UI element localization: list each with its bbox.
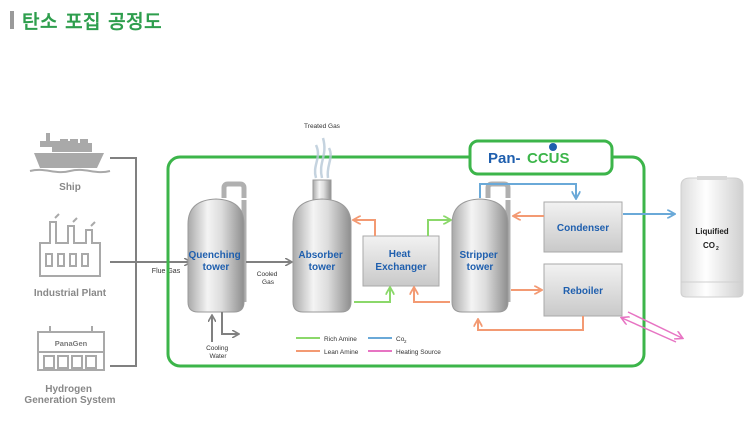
stripper-label-2: tower	[467, 262, 494, 273]
treated-gas-label: Treated Gas	[304, 123, 341, 130]
heat-exchanger: Heat Exchanger	[362, 235, 440, 287]
svg-text:Cooling Water: Cooling Water	[206, 345, 230, 360]
stripper-tower: Stripper tower	[451, 181, 511, 313]
legend-co2-label: Co	[396, 336, 405, 343]
reboiler: Reboiler	[543, 263, 623, 317]
legend-heating-label: Heating Source	[396, 349, 441, 356]
legend-rich-label: Rich Amine	[324, 336, 357, 343]
logo-dot	[549, 143, 557, 151]
svg-text:Cooled Gas: Cooled Gas	[257, 271, 279, 286]
cooled-gas-label-1: Cooled	[257, 271, 278, 278]
cooling-water-label-2: Water	[209, 353, 227, 360]
quenching-tower: Quenching tower	[187, 181, 247, 313]
reboiler-label: Reboiler	[563, 286, 603, 297]
svg-text:Heat Exchanger: Heat Exchanger	[375, 249, 426, 273]
rich-amine-flows	[354, 220, 450, 303]
ship-source: Ship	[29, 133, 111, 193]
hydrogen-label-line2: Generation System	[24, 395, 115, 406]
absorber-tower: Absorber tower	[292, 179, 352, 313]
factory-icon	[39, 213, 101, 277]
liquified-label: Liquified	[695, 227, 728, 236]
co2-subscript: 2	[716, 246, 719, 252]
cooling-water-label-1: Cooling	[206, 345, 228, 352]
stripper-label-1: Stripper	[459, 250, 497, 261]
treated-gas-plume	[313, 137, 332, 179]
logo-text-ccus: CCUS	[527, 150, 570, 167]
quenching-label-2: tower	[203, 262, 230, 273]
legend-co2-sub: 2	[404, 339, 407, 344]
condenser-label: Condenser	[557, 223, 609, 234]
absorber-label-2: tower	[309, 262, 336, 273]
hydrogen-source: PanaGen Hydrogen Generation System	[24, 326, 116, 406]
panagen-brand: PanaGen	[55, 339, 88, 348]
page-title: 탄소 포집 공정도	[10, 8, 163, 33]
quenching-label-1: Quenching	[188, 250, 240, 261]
reboiler-return	[478, 316, 584, 331]
page-title-text: 탄소 포집 공정도	[22, 10, 163, 33]
svg-text:Quenching tower: Quenching tower	[188, 250, 243, 273]
pan-ccus-boundary	[166, 155, 646, 368]
ship-label: Ship	[59, 182, 81, 193]
title-marker	[10, 11, 14, 29]
lean-amine-flows	[354, 220, 450, 303]
co2-label: CO	[703, 241, 715, 250]
svg-text:Absorber tower: Absorber tower	[298, 250, 345, 273]
heating-source-flows	[622, 311, 682, 343]
cooling-water-flow	[212, 312, 238, 342]
svg-text:Stripper tower: Stripper tower	[459, 250, 500, 273]
cooled-gas-label-2: Gas	[262, 279, 275, 286]
industrial-plant-source: Industrial Plant	[34, 213, 107, 299]
heat-exchanger-label-2: Exchanger	[375, 262, 426, 273]
legend: Rich Amine Lean Amine Co 2 Heating Sourc…	[296, 336, 441, 356]
hydrogen-label-line1: Hydrogen	[45, 384, 92, 395]
flue-gas-collector	[110, 157, 190, 367]
industrial-plant-label: Industrial Plant	[34, 288, 107, 299]
hydrogen-label: Hydrogen Generation System	[24, 384, 115, 406]
ship-icon	[29, 133, 111, 174]
pan-ccus-logo: Pan- CCUS	[468, 139, 614, 176]
co2-flows	[479, 183, 674, 214]
legend-lean-label: Lean Amine	[324, 349, 359, 356]
flue-gas-label: Flue Gas	[152, 268, 181, 275]
logo-text-pan: Pan-	[488, 150, 521, 167]
liquified-co2-tank: Liquified CO 2	[680, 176, 744, 298]
hydrogen-generator-icon	[37, 326, 105, 371]
absorber-label-1: Absorber	[298, 250, 343, 261]
condenser: Condenser	[543, 201, 623, 253]
heat-exchanger-label-1: Heat	[389, 249, 411, 260]
